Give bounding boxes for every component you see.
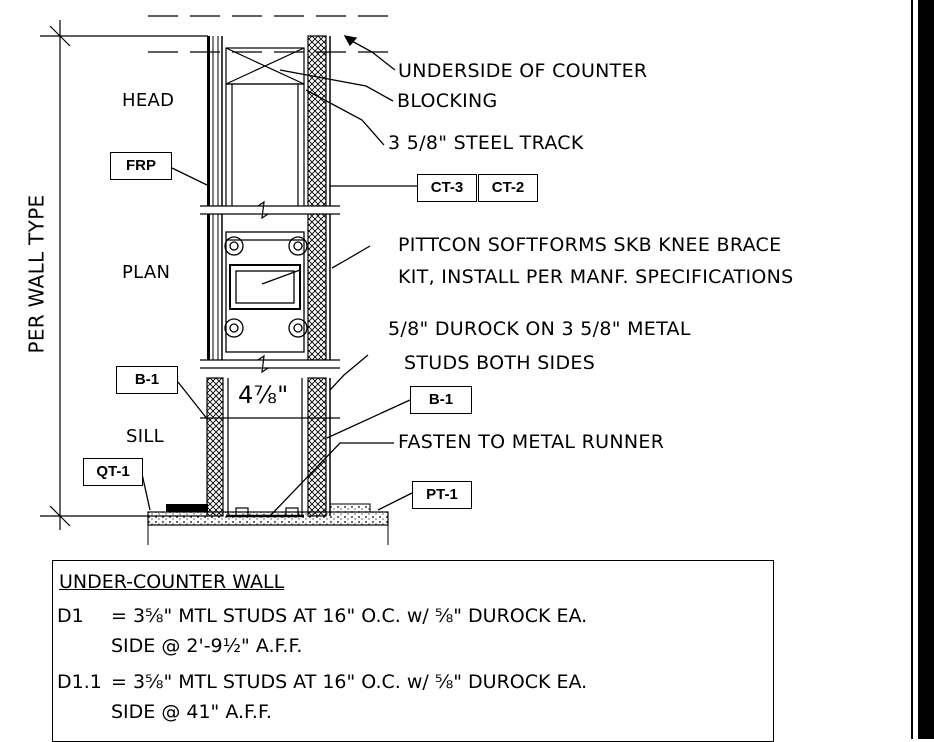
vertical-dimension bbox=[40, 20, 208, 530]
knee-brace-kit bbox=[224, 231, 308, 353]
sheet-border bbox=[918, 0, 934, 739]
note-fasten-runner: FASTEN TO METAL RUNNER bbox=[398, 431, 665, 453]
view-plan-label: PLAN bbox=[122, 262, 171, 283]
legend-d1-line2: SIDE @ 2'-9½" A.F.F. bbox=[111, 635, 303, 657]
legend-d11-tag: D1.1 bbox=[57, 671, 102, 693]
tag-qt1: QT-1 bbox=[83, 458, 143, 486]
note-durock-line2: STUDS BOTH SIDES bbox=[404, 352, 596, 374]
legend-title: UNDER-COUNTER WALL bbox=[59, 571, 285, 593]
tag-b1-right: B-1 bbox=[410, 386, 472, 414]
view-sill-label: SILL bbox=[126, 426, 164, 447]
legend-d11-line2: SIDE @ 41" A.F.F. bbox=[111, 701, 272, 723]
note-blocking: BLOCKING bbox=[397, 90, 498, 112]
tag-ct3: CT-3 bbox=[417, 174, 477, 202]
note-pittcon-line1: PITTCON SOFTFORMS SKB KNEE BRACE bbox=[398, 234, 782, 256]
view-head-label: HEAD bbox=[122, 90, 175, 111]
wall-left-face bbox=[206, 36, 224, 517]
leader-lines bbox=[141, 35, 417, 517]
break-lines bbox=[200, 200, 340, 374]
wall-type-legend: UNDER-COUNTER WALL D1 = 3⅝" MTL STUDS AT… bbox=[52, 560, 774, 742]
note-pittcon-line2: KIT, INSTALL PER MANF. SPECIFICATIONS bbox=[398, 266, 794, 288]
legend-d1-tag: D1 bbox=[57, 605, 84, 627]
note-steel-track: 3 5/8" STEEL TRACK bbox=[388, 132, 584, 154]
wall-right-face bbox=[307, 35, 331, 517]
vertical-dimension-label: PER WALL TYPE bbox=[24, 194, 49, 354]
tag-b1-left: B-1 bbox=[116, 366, 178, 394]
note-underside-counter: UNDERSIDE OF COUNTER bbox=[398, 60, 648, 82]
sheet-border-thin bbox=[911, 0, 913, 739]
legend-d11-line1: = 3⅝" MTL STUDS AT 16" O.C. w/ ⅝" DUROCK… bbox=[111, 671, 588, 693]
tag-frp: FRP bbox=[110, 152, 172, 180]
legend-d1-line1: = 3⅝" MTL STUDS AT 16" O.C. w/ ⅝" DUROCK… bbox=[111, 605, 588, 627]
blocking bbox=[225, 47, 305, 209]
stud-width-dimension: 4⅞" bbox=[238, 381, 289, 409]
note-durock-line1: 5/8" DUROCK ON 3 5/8" METAL bbox=[388, 318, 691, 340]
tag-pt1: PT-1 bbox=[412, 481, 472, 509]
counter-dashes bbox=[148, 15, 390, 53]
floor-slab bbox=[147, 503, 389, 545]
tag-ct2: CT-2 bbox=[478, 174, 538, 202]
